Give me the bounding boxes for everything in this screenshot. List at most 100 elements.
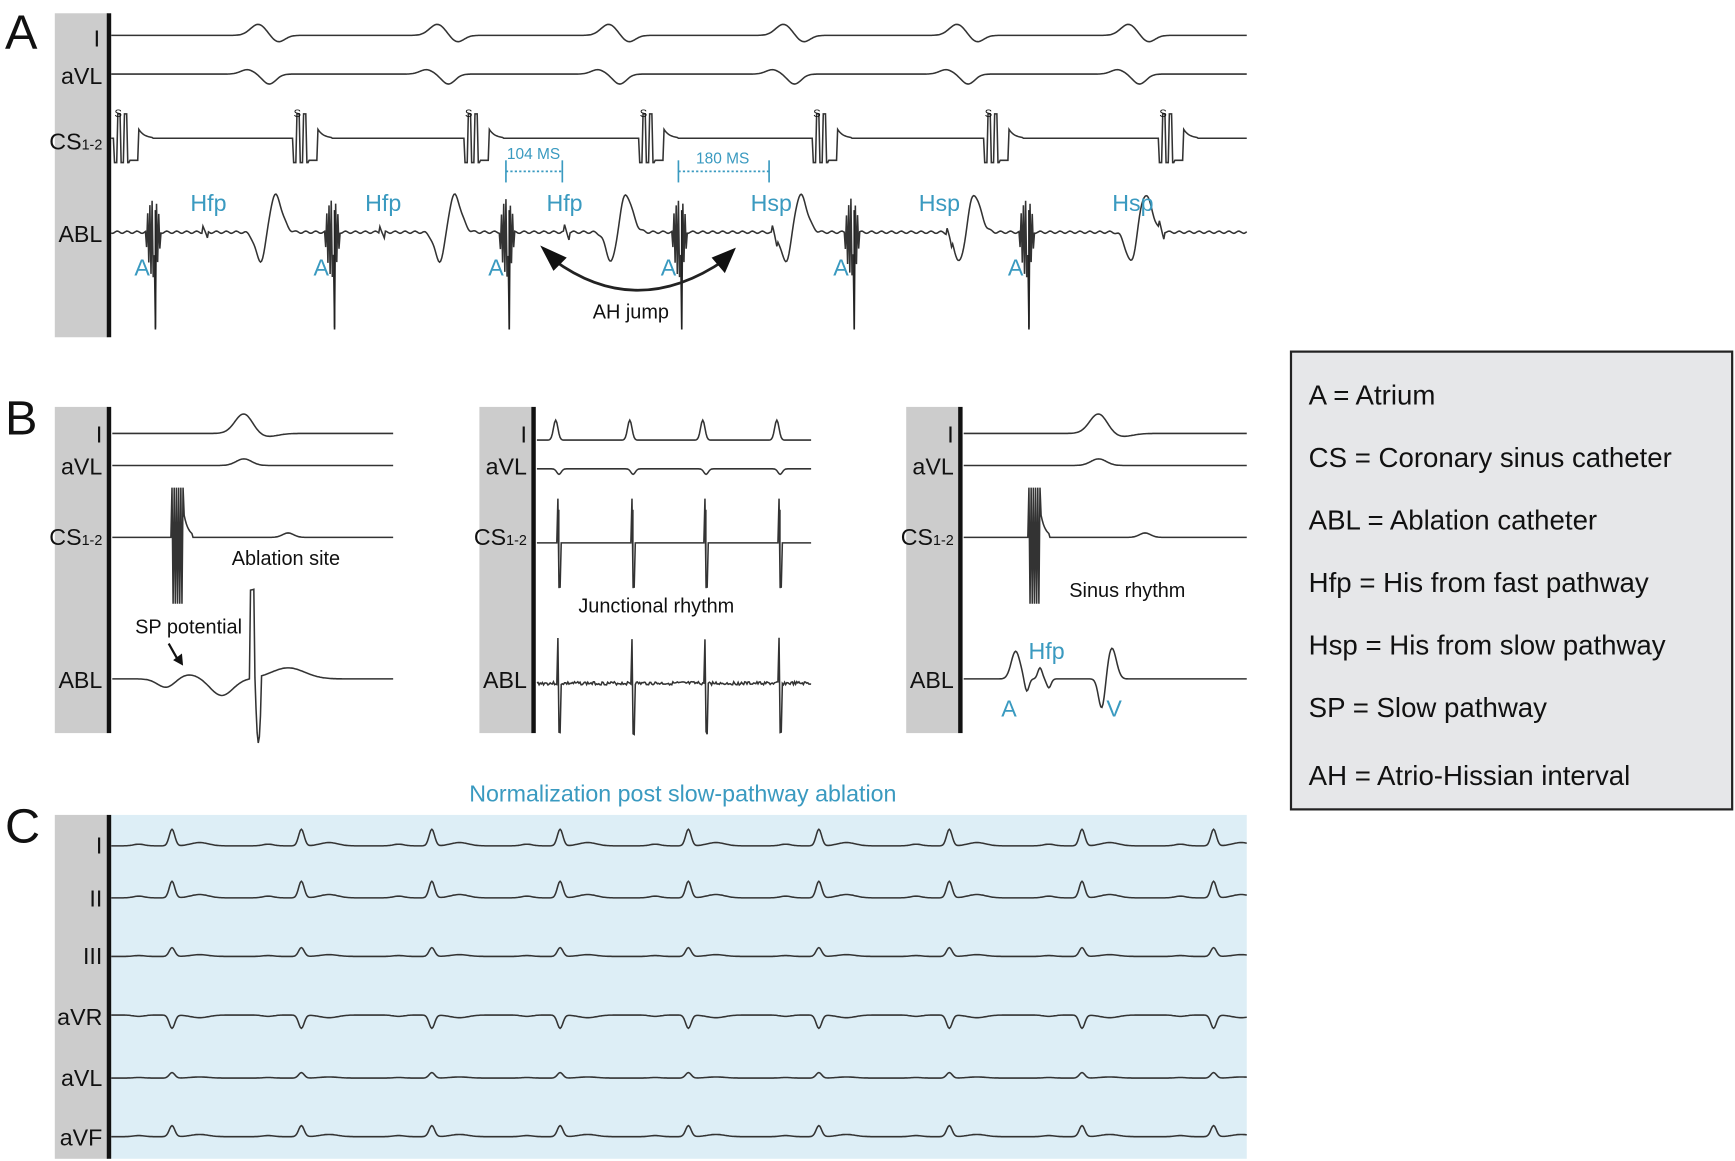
panel-label-a: A	[5, 6, 38, 60]
legend-item: ABL = Ablation catheter	[1309, 505, 1597, 536]
lead-label-i: I	[94, 25, 100, 51]
lead-label: I	[520, 421, 526, 447]
trace-lead-i	[963, 413, 1247, 438]
stimulus-label: S	[813, 108, 820, 120]
trace-lead-i	[536, 418, 812, 441]
lead-label: aVL	[486, 453, 527, 479]
stimulus-label: S	[1159, 108, 1166, 120]
trace-cs	[963, 487, 1247, 604]
lead-label: ABL	[483, 667, 527, 693]
lead-label-avr: aVR	[57, 1004, 102, 1030]
axis-line	[958, 406, 963, 734]
axis-line	[531, 406, 536, 734]
trace-lead-avl	[112, 458, 394, 467]
lead-label-abl: ABL	[58, 221, 102, 247]
atrial-label: A	[134, 254, 150, 280]
lead-label-i: I	[96, 833, 102, 859]
his-label: Hfp	[365, 190, 401, 216]
his-label: Hfp	[546, 190, 582, 216]
lead-bar	[54, 814, 108, 1159]
trace-lead-i	[112, 413, 394, 438]
legend-item: AH = Atrio-Hissian interval	[1309, 760, 1631, 791]
lead-label: CS1-2	[901, 524, 954, 550]
lead-label: ABL	[910, 667, 954, 693]
stimulus-label: S	[640, 108, 647, 120]
panel-c-title: Normalization post slow-pathway ablation	[469, 781, 896, 807]
trace-abl	[111, 193, 1248, 330]
trace-cs	[111, 113, 1247, 164]
legend-box: A = Atrium CS = Coronary sinus catheterAB…	[1289, 350, 1734, 811]
lead-label: CS1-2	[474, 524, 527, 550]
trace-cs	[112, 487, 394, 604]
sp-potential-label: SP potential	[135, 617, 242, 639]
trace-abl	[112, 588, 394, 744]
lead-label-avl: aVL	[61, 1065, 102, 1091]
legend-item: A = Atrium	[1309, 380, 1436, 411]
lead-label: aVL	[912, 453, 953, 479]
sp-arrow-head	[173, 653, 184, 666]
stimulus-label: S	[985, 108, 992, 120]
axis-line	[106, 814, 112, 1159]
lead-label: ABL	[58, 667, 102, 693]
interval-label-104: 104 MS	[507, 146, 560, 163]
panel-c: C Normalization post slow-pathway ablati…	[5, 781, 1247, 1159]
ah-jump-label: AH jump	[593, 301, 669, 323]
trace-lead-ii	[111, 880, 1247, 899]
lead-label-iii: III	[83, 943, 102, 969]
his-label: Hfp	[190, 190, 226, 216]
lead-label: I	[947, 421, 953, 447]
panel-label-b: B	[5, 392, 37, 446]
trace-cs	[536, 498, 812, 588]
legend-item: CS = Coronary sinus catheter	[1309, 442, 1672, 473]
trace-lead-avl	[963, 458, 1247, 467]
legend-item: SP = Slow pathway	[1309, 692, 1547, 723]
lead-bar	[54, 406, 108, 734]
legend-item: Hfp = His from fast pathway	[1309, 567, 1649, 598]
trace-lead-iii	[111, 946, 1247, 958]
lead-label: CS1-2	[49, 524, 102, 550]
axis-line	[106, 13, 112, 338]
lead-label-cs: CS1-2	[49, 128, 102, 154]
atrium-label: A	[1001, 696, 1017, 722]
stimulus-label: S	[115, 108, 122, 120]
interval-label-180: 180 MS	[696, 151, 749, 168]
legend-item: Hsp = His from slow pathway	[1309, 630, 1666, 661]
lead-label: aVL	[61, 453, 102, 479]
hfp-label: Hfp	[1029, 638, 1065, 664]
interval-104: 104 MS	[505, 146, 564, 183]
stimulus-label: S	[465, 108, 472, 120]
lead-label-avf: aVF	[60, 1125, 103, 1151]
trace-abl	[536, 637, 812, 736]
trace-lead-avl	[111, 68, 1247, 85]
panel-label-c: C	[5, 800, 40, 854]
trace-lead-avl	[111, 1071, 1247, 1079]
atrial-label: A	[833, 254, 849, 280]
ah-jump-arrow	[540, 245, 736, 292]
lead-label-avl: aVL	[61, 63, 102, 89]
lead-bar	[54, 13, 108, 338]
his-label: Hsp	[919, 190, 960, 216]
atrial-label: A	[661, 254, 677, 280]
his-label: Hsp	[1112, 190, 1153, 216]
ablation-site-label: Ablation site	[232, 548, 340, 570]
sinus-rhythm-label: Sinus rhythm	[1069, 580, 1185, 602]
trace-lead-avl	[536, 468, 812, 476]
lead-bar	[479, 406, 533, 734]
lead-bar	[906, 406, 960, 734]
stimulus-label: S	[294, 108, 301, 120]
trace-lead-i	[111, 828, 1247, 847]
trace-lead-i	[111, 23, 1247, 43]
trace-lead-avr	[111, 1014, 1247, 1030]
trace-lead-avf	[111, 1124, 1247, 1138]
atrial-label: A	[488, 254, 504, 280]
his-label: Hsp	[751, 190, 792, 216]
atrial-label: A	[314, 254, 330, 280]
ventricle-label: V	[1106, 696, 1122, 722]
trace-abl	[963, 647, 1247, 709]
